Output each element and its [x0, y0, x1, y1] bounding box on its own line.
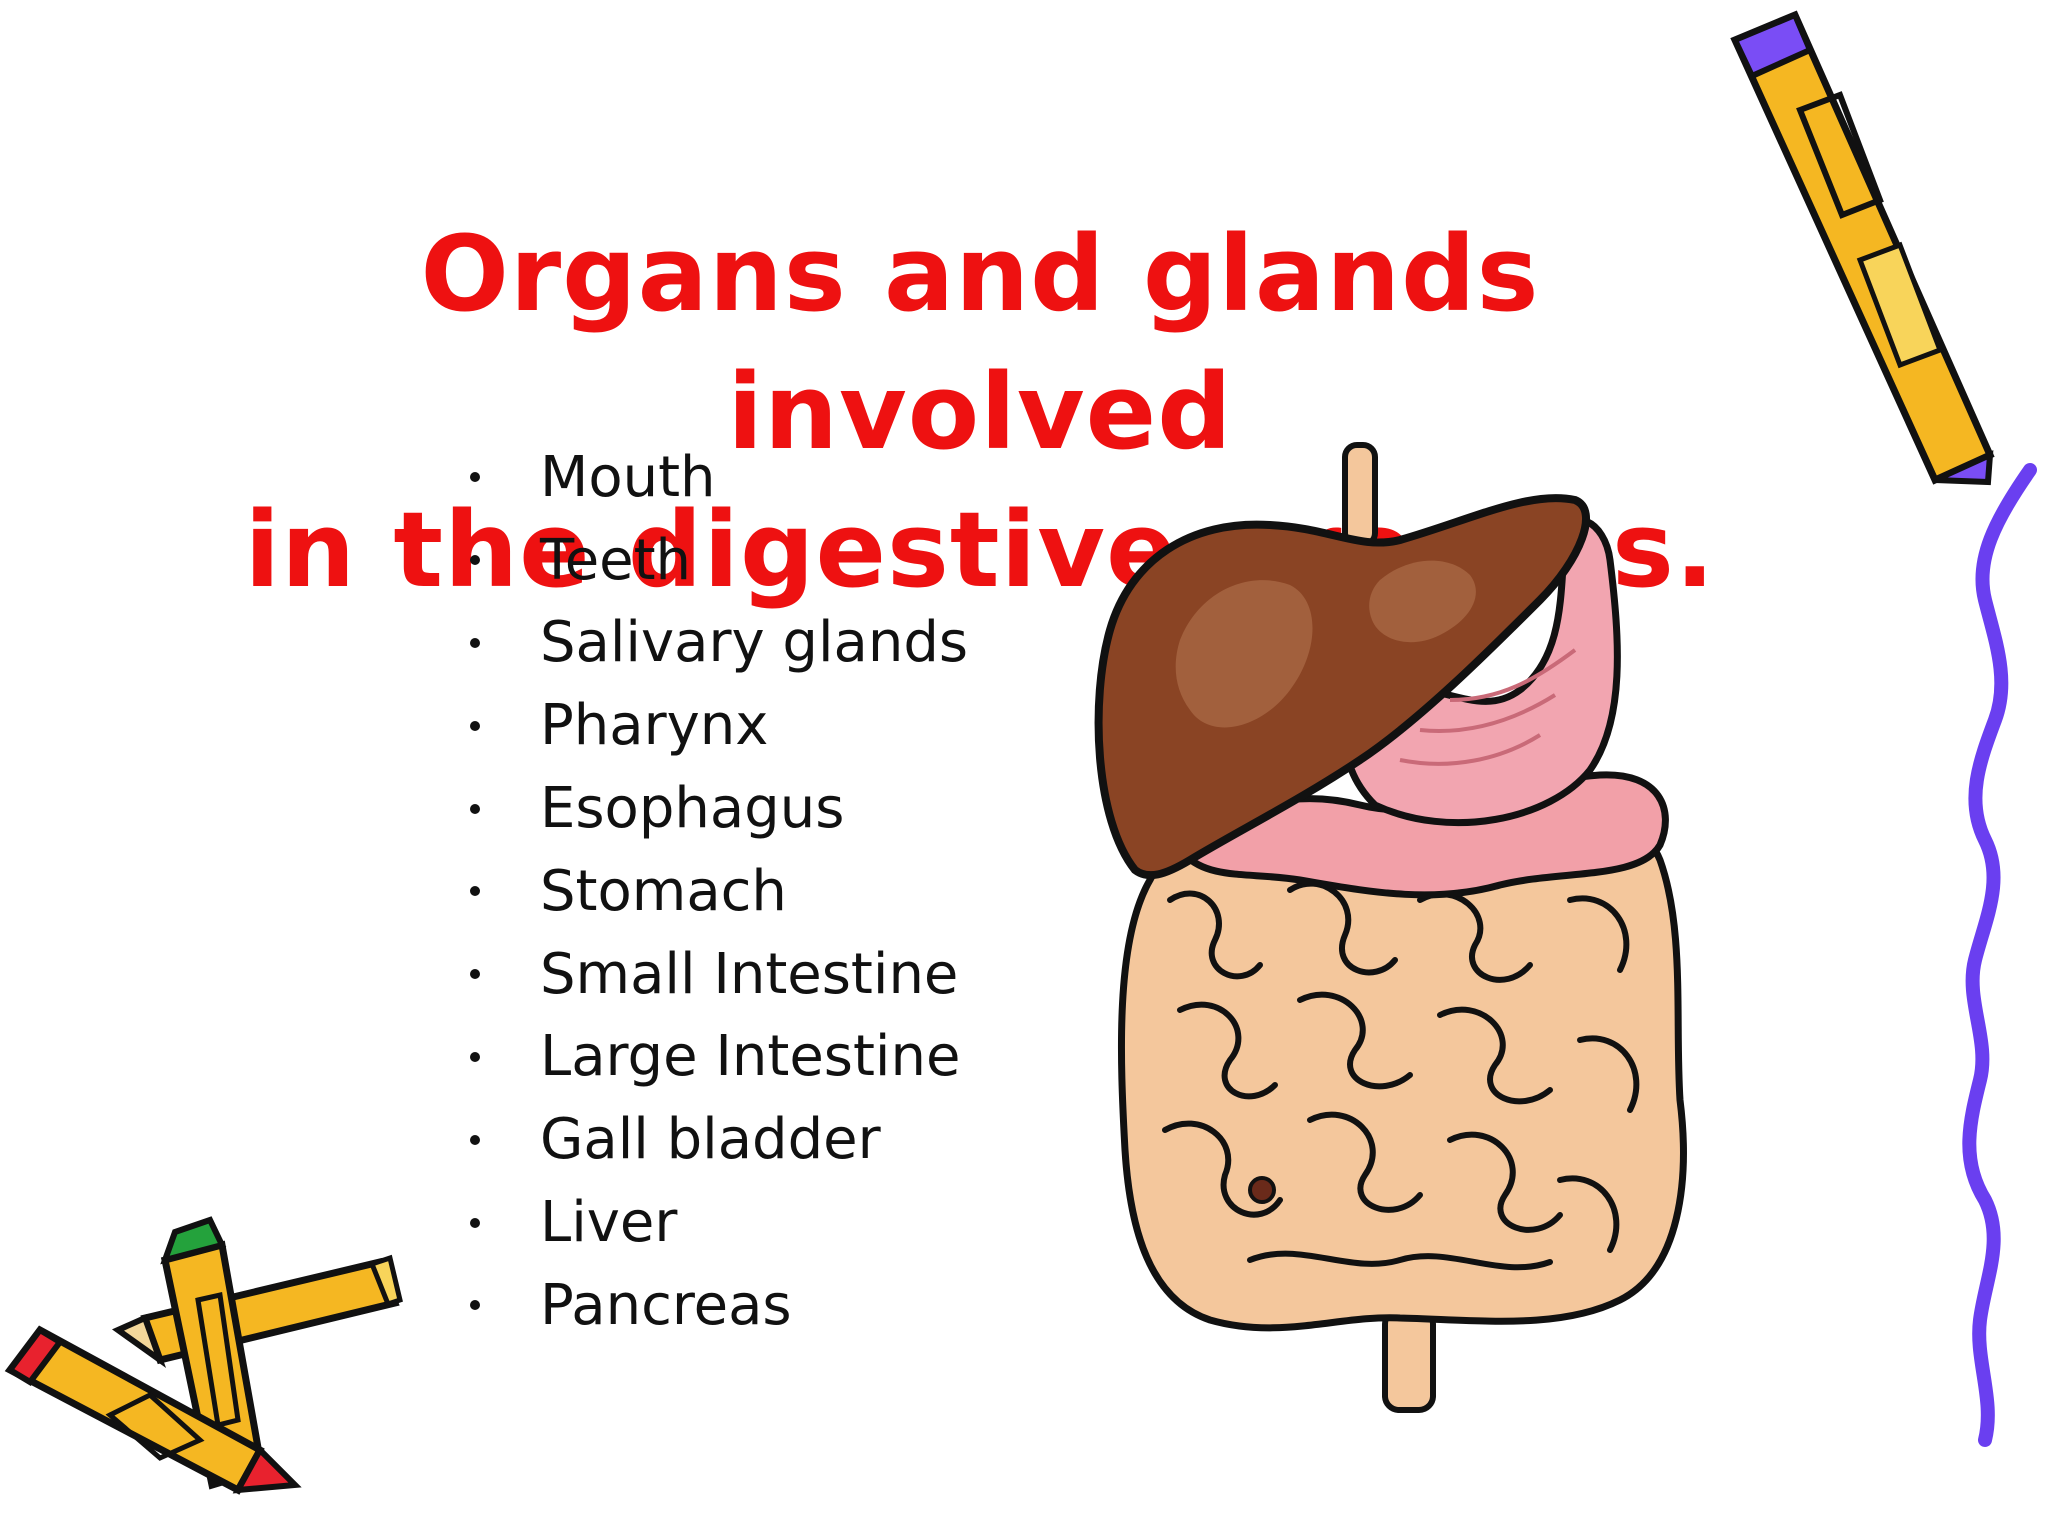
list-item: Gall bladder	[462, 1098, 968, 1181]
title-line-1: Organs and glands involved	[420, 212, 1540, 473]
list-item: Teeth	[462, 519, 968, 602]
list-item-label: Esophagus	[540, 776, 845, 842]
bullet-icon	[470, 637, 480, 648]
list-item: Stomach	[462, 850, 968, 933]
crayon-purple-icon	[1730, 10, 1995, 486]
purple-squiggle-icon	[1962, 463, 2037, 1447]
bullet-icon	[470, 1300, 480, 1311]
list-item-label: Gall bladder	[540, 1107, 881, 1173]
list-item-label: Large Intestine	[540, 1024, 961, 1090]
list-item: Pancreas	[462, 1264, 968, 1347]
list-item: Large Intestine	[462, 1016, 968, 1099]
bullet-icon	[470, 1051, 480, 1062]
bullet-icon	[470, 803, 480, 814]
list-item-label: Salivary glands	[540, 610, 969, 676]
list-item: Esophagus	[462, 767, 968, 850]
organ-list: Mouth Teeth Salivary glands Pharynx Esop…	[462, 436, 968, 1347]
bullet-icon	[470, 720, 480, 731]
list-item-label: Pharynx	[540, 693, 769, 759]
list-item: Pharynx	[462, 684, 968, 767]
list-item: Small Intestine	[462, 933, 968, 1016]
list-item: Mouth	[462, 436, 968, 519]
bullet-icon	[470, 1217, 480, 1228]
list-item-label: Teeth	[540, 527, 692, 593]
crayons-icon	[4, 1216, 403, 1495]
bullet-icon	[470, 555, 480, 566]
digestive-system-illustration	[1094, 442, 1687, 1413]
bullet-icon	[470, 472, 480, 483]
list-item-label: Pancreas	[540, 1272, 792, 1338]
bullet-icon	[470, 969, 480, 980]
bullet-icon	[470, 886, 480, 897]
bullet-icon	[470, 1134, 480, 1145]
list-item-label: Small Intestine	[540, 941, 959, 1007]
list-item: Salivary glands	[462, 602, 968, 685]
list-item-label: Stomach	[540, 858, 787, 924]
list-item-label: Liver	[540, 1190, 678, 1256]
list-item-label: Mouth	[540, 444, 716, 510]
list-item: Liver	[462, 1181, 968, 1264]
